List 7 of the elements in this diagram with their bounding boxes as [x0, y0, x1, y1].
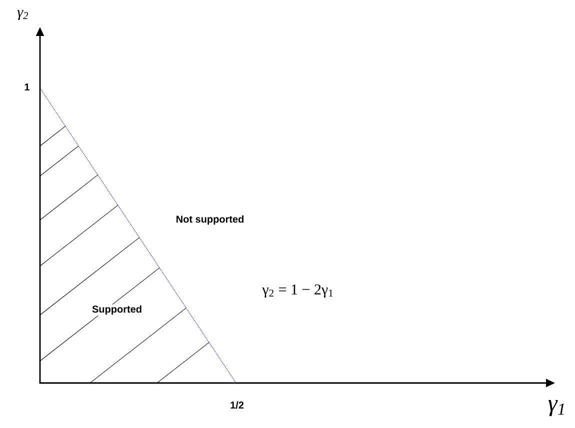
axis-label: γ$_{1}$	[546, 398, 568, 418]
region-label: Not supported	[174, 214, 246, 226]
equation-label: γ$_{2}$ = 1 − 2γ$_{1}$	[261, 283, 335, 299]
tick-label: 1	[23, 82, 31, 92]
axis-label: γ$_{2}$	[16, 8, 30, 22]
tick-label: 1/2	[229, 400, 245, 410]
region-label: Supported	[91, 304, 143, 316]
